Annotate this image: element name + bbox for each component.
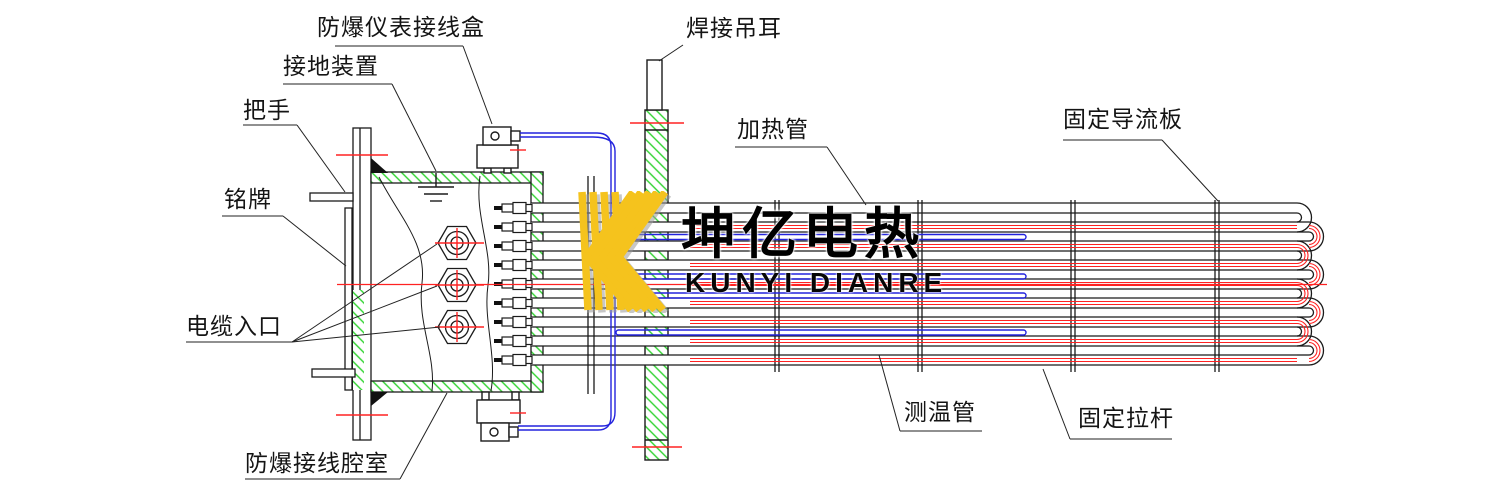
label-explosionproof-terminal-chamber: 防爆接线腔室 [245, 450, 389, 476]
centerlines [336, 122, 1327, 448]
label-handle: 把手 [243, 97, 291, 123]
leader-lines [186, 44, 1219, 480]
label-cable-entry: 电缆入口 [186, 313, 282, 339]
label-instrument-junction-box: 防爆仪表接线盒 [317, 14, 485, 40]
element-resistance-lines [689, 224, 1321, 363]
instrument-box-top [476, 126, 521, 174]
label-nameplate: 铭牌 [224, 186, 272, 212]
label-temperature-tube: 测温管 [904, 399, 976, 425]
label-fixed-tie-rod: 固定拉杆 [1078, 405, 1174, 431]
grounding-symbol [418, 173, 454, 202]
label-heating-tube: 加热管 [737, 116, 809, 142]
label-fixed-baffle-plate: 固定导流板 [1063, 106, 1183, 132]
label-welded-lifting-lug: 焊接吊耳 [686, 15, 782, 41]
instrument-box-bottom [476, 391, 521, 442]
label-grounding-device: 接地装置 [283, 53, 379, 79]
